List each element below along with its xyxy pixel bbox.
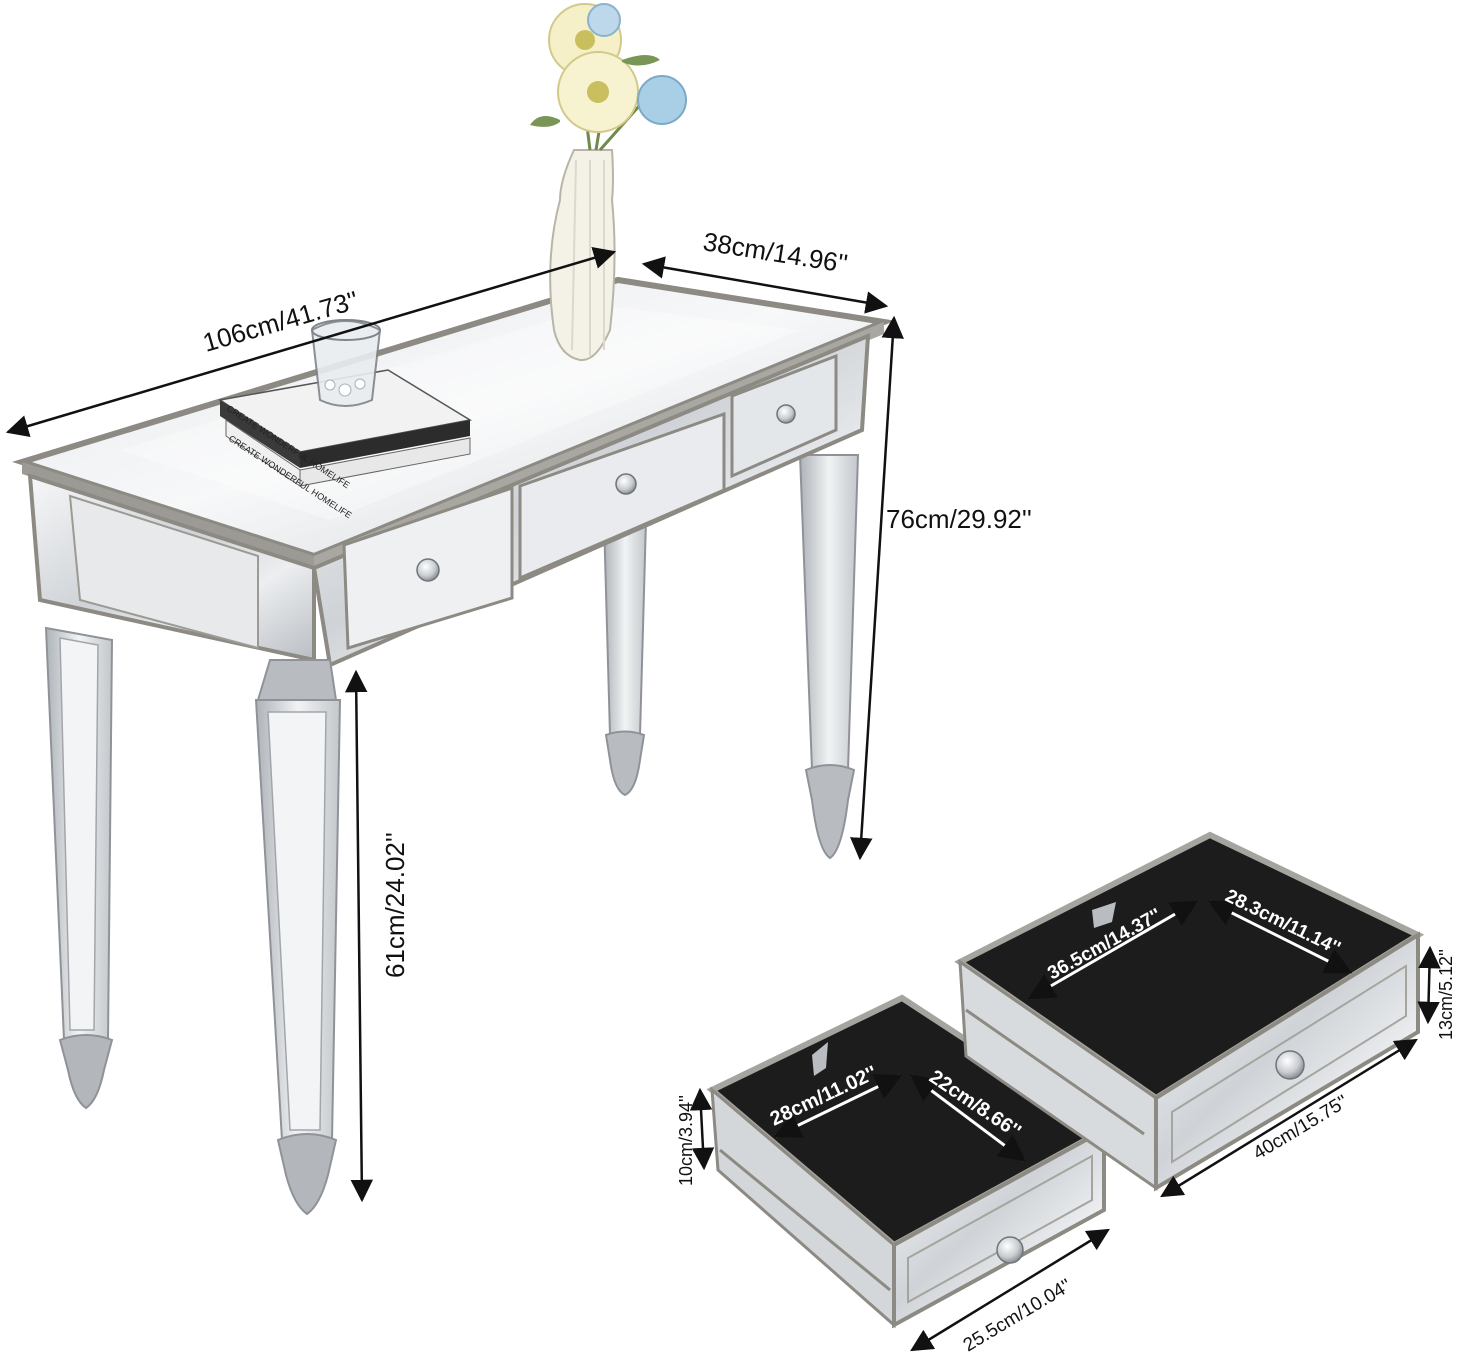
table-height-label: 76cm/29.92'' xyxy=(886,504,1032,534)
large-drawer-height-label: 13cm/5.12'' xyxy=(1436,949,1456,1040)
crystal-knob-icon[interactable] xyxy=(615,473,637,495)
height-arrow-icon xyxy=(850,315,904,861)
inner-dimension-lines xyxy=(773,900,1353,1162)
large-drawer-height-arrow-icon xyxy=(1417,945,1441,1025)
small-drawer-inner-width-arrow-icon xyxy=(773,1074,903,1138)
crystal-knob-icon[interactable] xyxy=(996,1236,1024,1264)
dimension-lines xyxy=(5,246,1441,1352)
flower-icon xyxy=(587,3,621,37)
crystal-knob-icon[interactable] xyxy=(416,558,440,582)
front-right-leg xyxy=(254,659,342,1216)
small-drawer-outer-width-label: 25.5cm/10.04'' xyxy=(960,1275,1076,1356)
drawer-right[interactable] xyxy=(730,353,838,479)
table-depth-label: 38cm/14.96'' xyxy=(701,226,850,278)
large-drawer-inner-depth-arrow-icon xyxy=(1207,900,1353,974)
flower-icon xyxy=(637,75,687,125)
crystal-knob-icon[interactable] xyxy=(776,404,796,424)
small-drawer-inner-depth-arrow-icon xyxy=(909,1074,1027,1162)
large-drawer-outer-width-arrow-icon xyxy=(1160,1038,1418,1198)
width-arrow-icon xyxy=(5,246,617,438)
leg-height-label: 61cm/24.02'' xyxy=(380,832,410,978)
leg-height-arrow-icon xyxy=(344,669,374,1203)
crystal-knob-icon[interactable] xyxy=(1275,1050,1305,1080)
back-right-leg xyxy=(798,454,860,860)
drawer-left[interactable] xyxy=(342,485,514,651)
drawer-center[interactable] xyxy=(518,411,726,581)
depth-arrow-icon xyxy=(641,256,889,314)
small-drawer-height-arrow-icon xyxy=(689,1087,715,1171)
small-drawer-height-label: 10cm/3.94'' xyxy=(676,1095,696,1186)
back-left-leg xyxy=(602,519,648,797)
large-drawer-inner-width-arrow-icon xyxy=(1027,900,1199,1000)
small-drawer-outer-width-arrow-icon xyxy=(910,1228,1110,1352)
front-left-leg xyxy=(44,626,114,1110)
